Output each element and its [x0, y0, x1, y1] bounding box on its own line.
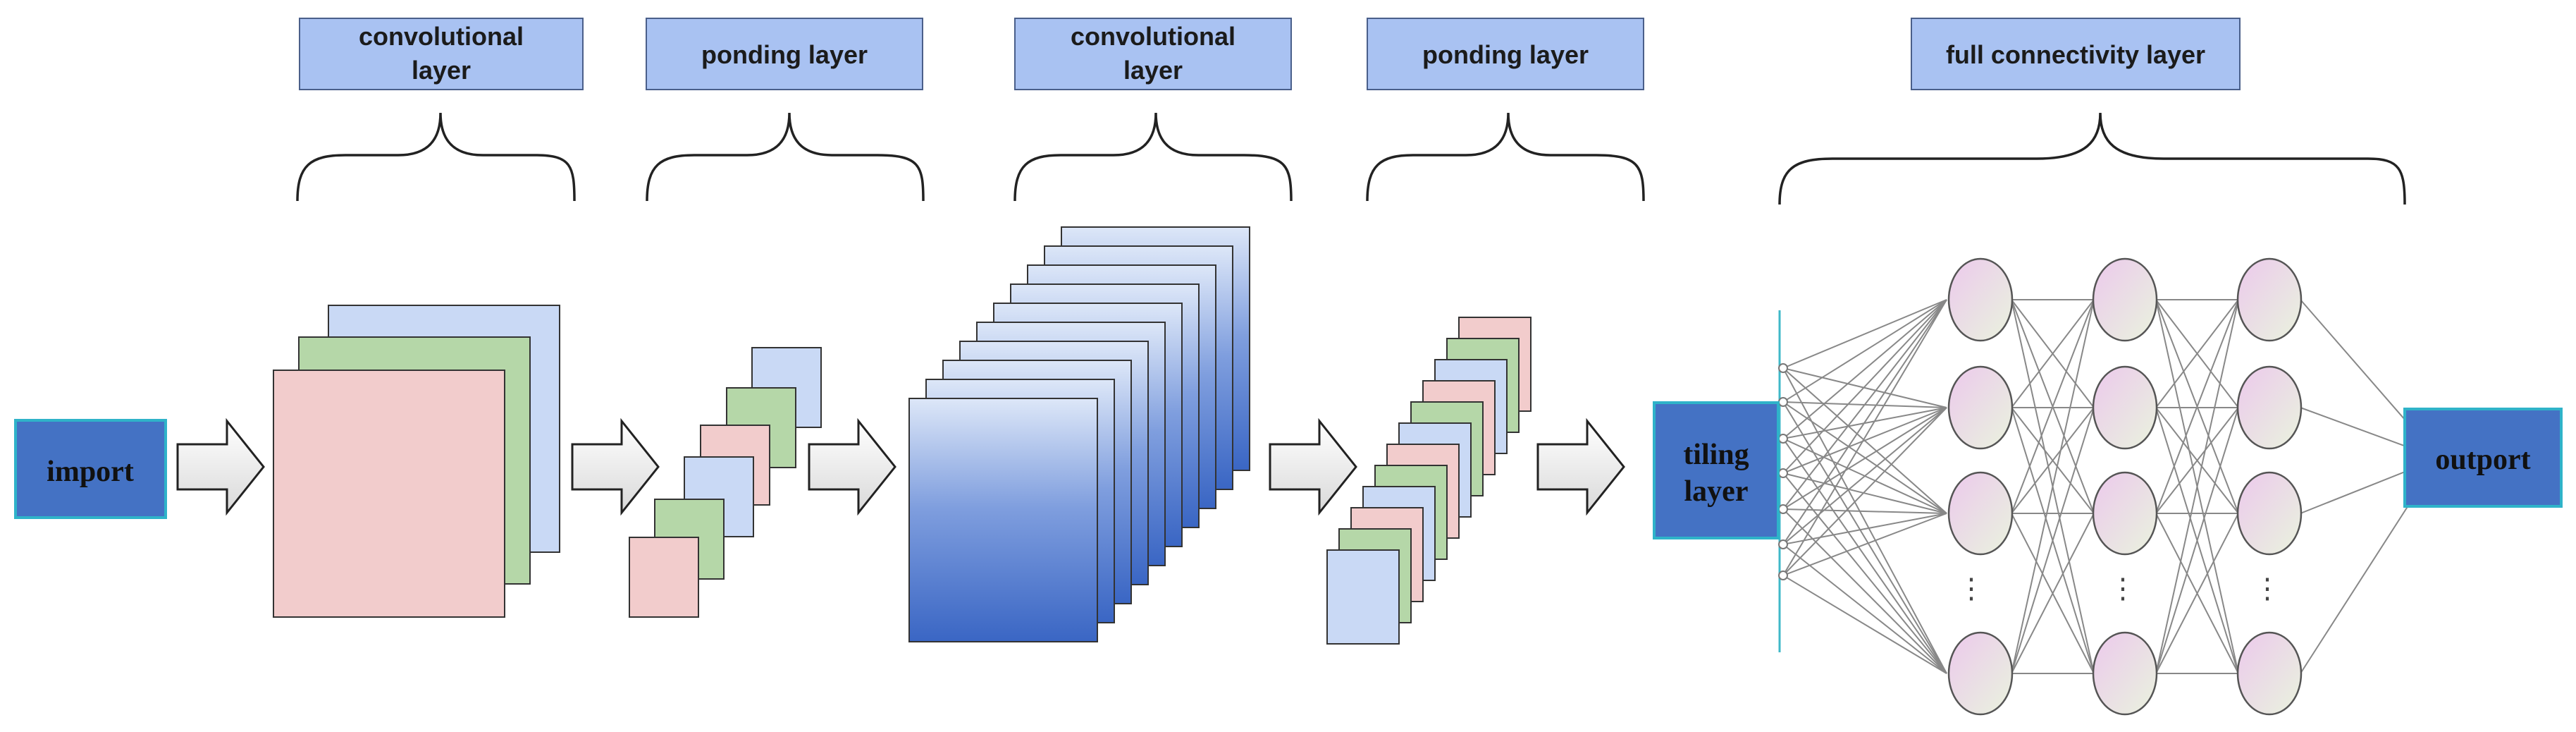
flatten-node: [1778, 363, 1788, 373]
neuron-c2-r2: [2092, 365, 2158, 450]
pool2-map-12: [1326, 549, 1400, 645]
fc-connection: [1782, 513, 1947, 576]
label-fc-text: full connectivity layer: [1946, 40, 2205, 69]
fc-connection: [2155, 407, 2239, 514]
flatten-node: [1778, 571, 1788, 580]
fc-connection: [2155, 299, 2239, 408]
flatten-node: [1778, 397, 1788, 407]
brace-conv2: [1013, 112, 1293, 202]
brace-conv1: [296, 112, 576, 202]
conv1-map-pink: [273, 370, 505, 618]
fc-connection: [1782, 407, 1947, 576]
fc-connection: [1782, 299, 1947, 369]
fc-connection: [2155, 299, 2239, 514]
fc-connection: [2011, 407, 2095, 674]
neuron-c1-r3: [1947, 471, 2014, 556]
neuron-c1-r1: [1947, 257, 2014, 342]
label-conv1-line1: convolutional: [359, 22, 524, 51]
fc-connection: [1782, 472, 1947, 674]
flatten-node: [1778, 434, 1788, 444]
neuron-c2-r3: [2092, 471, 2158, 556]
ellipsis-col1: ⋮: [1957, 573, 1985, 604]
fc-connection: [2155, 407, 2239, 674]
fc-connection: [1782, 367, 1947, 408]
fc-connection: [1782, 544, 1947, 674]
label-pool2: ponding layer: [1367, 18, 1644, 90]
fc-connection: [1782, 299, 1947, 439]
fc-neurons: [1947, 257, 2303, 716]
label-conv1: convolutional layer: [299, 18, 584, 90]
fc-connection: [2011, 513, 2095, 674]
flatten-node: [1778, 504, 1788, 514]
label-pool1: ponding layer: [646, 18, 923, 90]
neuron-c1-r2: [1947, 365, 2014, 450]
brace-fc: [1778, 112, 2406, 205]
arrow-pool2-to-flatten: [1536, 417, 1625, 516]
fc-connection: [1782, 401, 1947, 674]
label-conv2: convolutional layer: [1014, 18, 1292, 90]
neuron-c2-r4: [2092, 631, 2158, 716]
fc-connection: [1782, 508, 1947, 674]
arrow-input-to-conv1: [176, 417, 265, 516]
fc-network: ⋮ ⋮ ⋮: [1778, 257, 2439, 716]
fc-connection: [2011, 299, 2095, 674]
fc-connection: [2011, 407, 2095, 514]
neuron-c3-r1: [2236, 257, 2303, 342]
fc-connection: [1782, 407, 1947, 474]
neuron-c3-r4: [2236, 631, 2303, 716]
flatten-nodes: [1778, 363, 1788, 580]
fc-connection: [1782, 513, 1947, 545]
label-pool1-text: ponding layer: [701, 40, 868, 69]
neuron-c1-r4: [1947, 631, 2014, 716]
label-conv2-line1: convolutional: [1071, 22, 1235, 51]
neuron-c3-r3: [2236, 471, 2303, 556]
input-box: import: [14, 419, 167, 519]
conv2-map-10: [908, 398, 1098, 642]
conv2-feature-maps: [908, 226, 1250, 642]
flatten-node: [1778, 468, 1788, 478]
output-box: outport: [2403, 408, 2563, 508]
flatten-box-line1: tiling: [1683, 439, 1749, 471]
fc-connection: [2155, 513, 2239, 674]
fc-connection: [1782, 299, 1947, 545]
fc-connection: [1782, 299, 1947, 474]
pool1-feature-maps: [629, 347, 822, 618]
conv1-feature-maps: [273, 305, 560, 618]
flatten-box-line2: layer: [1684, 475, 1749, 508]
label-conv2-line2: layer: [1123, 56, 1183, 85]
fc-connection: [2011, 299, 2095, 514]
pool2-feature-maps: [1326, 317, 1532, 645]
fc-connection: [1782, 472, 1947, 514]
fc-connection: [2011, 299, 2095, 408]
fc-connection: [1782, 299, 1947, 576]
brace-pool1: [646, 112, 925, 202]
flatten-box: tiling layer: [1653, 401, 1780, 539]
label-conv1-line2: layer: [412, 56, 471, 85]
fc-connection: [1782, 575, 1947, 674]
arrow-pool1-to-conv2: [808, 417, 896, 516]
fc-connection: [1782, 407, 1947, 545]
fc-connection: [1782, 299, 1947, 510]
neuron-c2-r1: [2092, 257, 2158, 342]
arrow-conv1-to-pool1: [571, 417, 660, 516]
fc-connection: [2155, 299, 2239, 674]
brace-pool2: [1366, 112, 1645, 202]
arrow-conv2-to-pool2: [1269, 417, 1357, 516]
neuron-c3-r2: [2236, 365, 2303, 450]
fc-connection: [1782, 407, 1947, 510]
ellipsis-col3: ⋮: [2253, 573, 2281, 604]
fc-connection: [1782, 367, 1947, 674]
output-box-label: outport: [2435, 444, 2530, 476]
label-fc: full connectivity layer: [1911, 18, 2241, 90]
ellipsis-col2: ⋮: [2109, 573, 2137, 604]
fc-connection: [1782, 508, 1947, 514]
pool1-map-6: [629, 537, 699, 618]
label-pool2-text: ponding layer: [1422, 40, 1589, 69]
input-box-label: import: [47, 456, 134, 488]
fc-connection: [1782, 438, 1947, 674]
fc-connection: [1782, 299, 1947, 403]
flatten-node: [1778, 539, 1788, 549]
